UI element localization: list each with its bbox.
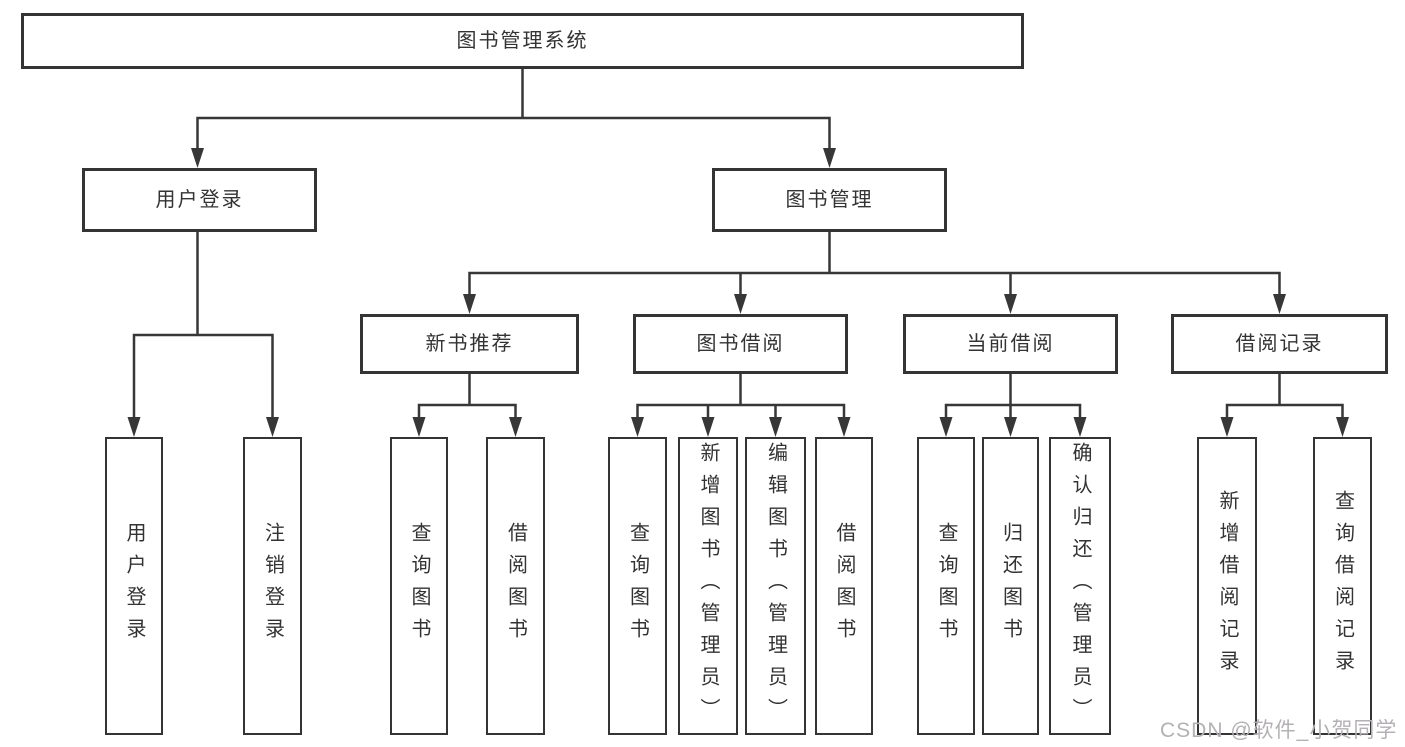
node-library-management-system: 图书管理系统 [21,13,1024,69]
leaf-borrowing-query-books: 查询图书 [608,437,667,735]
leaf-label: 确认归还（管理员） [1069,442,1091,730]
node-label: 用户登录 [155,189,244,211]
leaf-return-books: 归还图书 [982,437,1039,735]
leaf-label: 借阅图书 [504,522,527,650]
leaf-recommend-borrow-books: 借阅图书 [486,437,545,735]
node-borrowing-records: 借阅记录 [1171,314,1388,374]
leaf-label: 借阅图书 [833,522,855,650]
leaf-confirm-return-admin: 确认归还（管理员） [1049,437,1111,735]
leaf-recommend-query-books: 查询图书 [390,437,448,735]
node-user-login: 用户登录 [82,168,317,232]
leaf-label: 查询图书 [408,522,430,650]
node-label: 图书管理 [785,189,874,211]
leaf-label: 新增图书（管理员） [697,442,719,730]
leaf-logout: 注销登录 [243,437,302,735]
node-book-borrowing: 图书借阅 [633,314,848,374]
leaf-label: 查询图书 [935,522,957,650]
node-label: 当前借阅 [966,333,1055,355]
leaf-label: 归还图书 [999,522,1022,650]
leaf-label: 新增借阅记录 [1216,490,1238,682]
leaf-label: 查询图书 [626,522,649,650]
node-label: 图书借阅 [696,333,785,355]
node-current-borrowing: 当前借阅 [903,314,1118,374]
node-label: 图书管理系统 [456,30,589,52]
csdn-watermark: CSDN @软件_小贺同学 [1160,719,1398,742]
leaf-add-borrow-record: 新增借阅记录 [1197,437,1257,735]
leaf-current-query-books: 查询图书 [917,437,975,735]
leaf-query-borrow-record: 查询借阅记录 [1313,437,1372,735]
node-label: 借阅记录 [1235,333,1324,355]
leaf-label: 用户登录 [123,522,145,650]
leaf-borrowing-borrow-books: 借阅图书 [815,437,873,735]
leaf-add-books-admin: 新增图书（管理员） [678,437,738,735]
leaf-user-login: 用户登录 [105,437,163,735]
leaf-label: 注销登录 [261,522,284,650]
leaf-edit-books-admin: 编辑图书（管理员） [745,437,806,735]
node-book-management: 图书管理 [712,168,947,232]
node-label: 新书推荐 [425,333,514,355]
leaf-label: 编辑图书（管理员） [764,442,787,730]
node-new-book-recommendation: 新书推荐 [360,314,579,374]
leaf-label: 查询借阅记录 [1331,490,1354,682]
